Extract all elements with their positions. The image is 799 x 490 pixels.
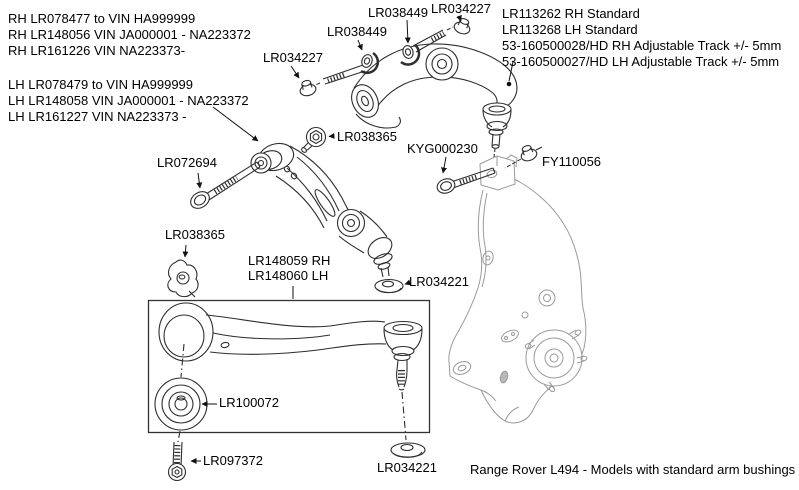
nut-fy110056	[504, 144, 543, 169]
lower-ball-joint	[383, 320, 423, 391]
pinch-bolt-kyg000230	[436, 167, 496, 194]
part-label-lower-arm-lh: LR148060 LH	[248, 268, 329, 283]
front-lower-ball-joint	[367, 236, 393, 278]
part-label-upper-arm-bolt: LR038365	[337, 129, 397, 144]
washer-lr034221-bottom	[390, 442, 426, 458]
part-label-washer-bottom: LR034221	[377, 460, 437, 475]
part-label-lower-clip: LR038365	[165, 227, 225, 242]
upper-ball-joint	[482, 102, 512, 158]
upper-arm-variants-text: LR113262 RH Standard LR113268 LH Standar…	[502, 6, 781, 70]
front-lower-arm-drawing	[250, 142, 404, 294]
text-line: LR113262 RH Standard	[502, 6, 640, 21]
washer-lr034221-mid	[374, 278, 404, 294]
diagram-caption: Range Rover L494 - Models with standard …	[470, 462, 796, 477]
text-line: RH LR148056 VIN JA000001 - NA223372	[8, 27, 251, 42]
knuckle-clamp	[479, 154, 518, 191]
bolt-lr097372	[167, 441, 187, 482]
text-line: 53-160500027/HD LH Adjustable Track +/- …	[502, 54, 780, 69]
text-line: 53-160500028/HD RH Adjustable Track +/- …	[502, 38, 782, 53]
text-line: LH LR078479 to VIN HA999999	[8, 77, 194, 92]
leader-lines	[182, 14, 514, 464]
part-label-bushing-bolt: LR097372	[203, 453, 263, 468]
part-label-lower-arm-rh: LR148059 RH	[248, 253, 331, 268]
cam-nut-upper	[453, 17, 471, 35]
part-label-cam-nut-upper: LR034227	[431, 1, 491, 16]
part-label-arm-bushing: LR100072	[219, 395, 279, 410]
upper-control-arm-drawing	[351, 43, 518, 158]
text-line: RH LR161226 VIN NA223373-	[8, 43, 186, 58]
cam-nut-lower	[299, 79, 317, 97]
front-arm-lh-variants-text: LH LR078479 to VIN HA999999 LH LR148058 …	[8, 77, 249, 125]
front-arm-rh-variants-text: RH LR078477 to VIN HA999999 RH LR148056 …	[8, 11, 251, 59]
steering-knuckle-drawing	[448, 154, 588, 424]
part-label-cam-bolt-upper: LR038449	[368, 5, 428, 20]
text-line: LR113268 LH Standard	[502, 22, 638, 37]
pivot-bolt-lr072694	[190, 161, 261, 209]
hub-flange	[524, 329, 588, 393]
clip-lr038365	[167, 259, 199, 298]
bolt-lr038365	[301, 126, 327, 153]
part-label-washer-mid: LR034221	[409, 274, 469, 289]
part-label-pinch-nut: FY110056	[542, 154, 602, 169]
part-label-cam-nut-lower: LR034227	[263, 50, 323, 65]
text-line: RH LR078477 to VIN HA999999	[8, 11, 196, 26]
part-label-pivot-bolt: LR072694	[157, 155, 217, 170]
text-line: LH LR161227 VIN NA223373 -	[8, 109, 187, 124]
part-label-cam-bolt-lower: LR038449	[327, 24, 387, 39]
detail-box	[147, 299, 431, 434]
bushing-lr100072	[154, 377, 208, 431]
boxed-lower-arm-drawing	[147, 299, 431, 443]
text-line: LH LR148058 VIN JA000001 - NA223372	[8, 93, 249, 108]
cam-bolt-upper	[400, 26, 454, 66]
part-label-pinch-bolt: KYG000230	[407, 141, 478, 156]
